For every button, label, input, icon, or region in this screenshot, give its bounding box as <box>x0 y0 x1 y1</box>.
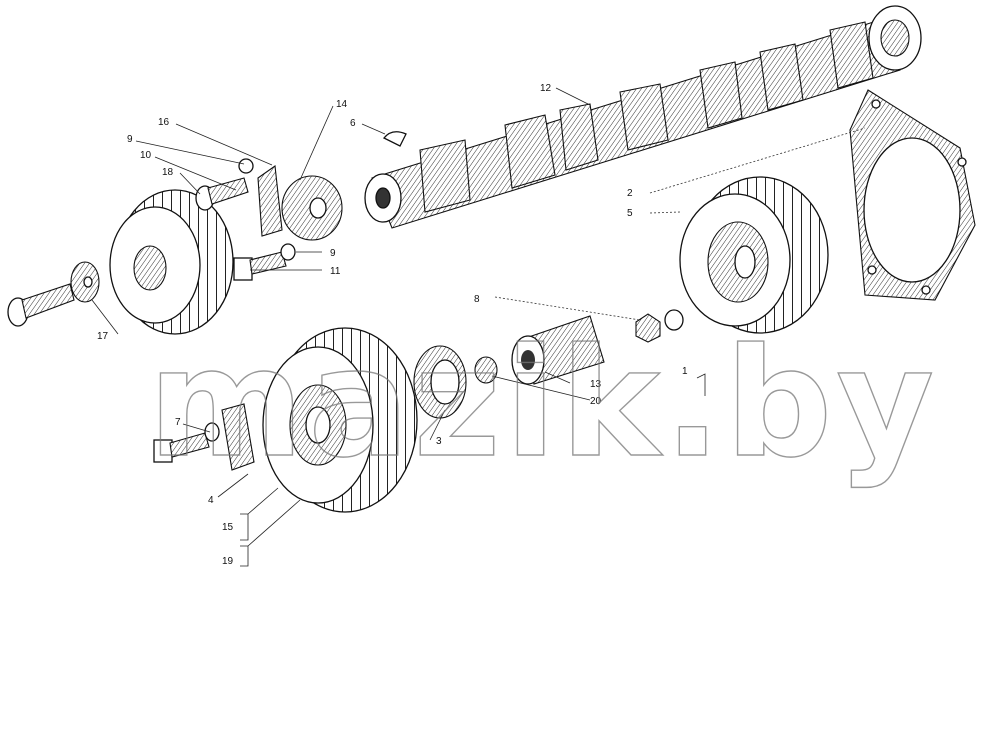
gear-left-top <box>109 189 234 335</box>
label-11: 11 <box>330 266 341 277</box>
label-17: 16 <box>158 117 170 128</box>
leader-lines <box>91 87 866 567</box>
camshaft <box>364 5 922 229</box>
bolt-bottom <box>153 432 210 463</box>
label-20: 20 <box>590 396 602 407</box>
lock-washer-9b <box>280 243 296 261</box>
label-2: 2 <box>627 188 633 199</box>
label-9a: 9 <box>127 134 133 145</box>
lock-plate-4 <box>221 403 255 471</box>
sleeve-20 <box>474 356 498 384</box>
label-5: 5 <box>627 208 633 219</box>
label-18: 18 <box>162 167 174 178</box>
nut-8 <box>635 309 684 343</box>
label-6: 6 <box>350 118 356 129</box>
label-7: 7 <box>175 417 181 428</box>
washer-16 <box>70 261 100 303</box>
washer-15 <box>281 175 343 241</box>
label-12: 12 <box>540 83 552 94</box>
label-14: 15 <box>222 522 234 533</box>
woodruff-key <box>382 131 407 147</box>
label-13: 13 <box>590 379 602 390</box>
label-15: 14 <box>336 99 348 110</box>
lock-washer-7 <box>204 422 220 442</box>
label-10: 10 <box>140 150 152 161</box>
label-3: 3 <box>436 436 442 447</box>
label-9b: 9 <box>330 248 336 259</box>
bolt-left <box>7 283 75 327</box>
label-19: 19 <box>222 556 234 567</box>
label-8: 8 <box>474 294 480 305</box>
label-16: 17 <box>97 331 109 342</box>
lock-plate-17 <box>257 165 283 237</box>
watermark: mazik.by <box>148 317 938 491</box>
bolt-11 <box>233 251 287 281</box>
washer-3 <box>413 345 467 419</box>
gear-bottom <box>262 327 418 513</box>
gasket-plate <box>849 89 976 301</box>
part-labels: 12 6 14 16 9 10 18 9 11 17 2 5 8 13 20 1… <box>97 83 688 567</box>
label-4: 4 <box>208 495 214 506</box>
label-1: 1 <box>682 366 688 377</box>
bolt-top <box>195 177 249 211</box>
gear-right <box>679 176 829 334</box>
bushing-13 <box>511 315 605 385</box>
lock-washer-9a <box>238 158 254 174</box>
